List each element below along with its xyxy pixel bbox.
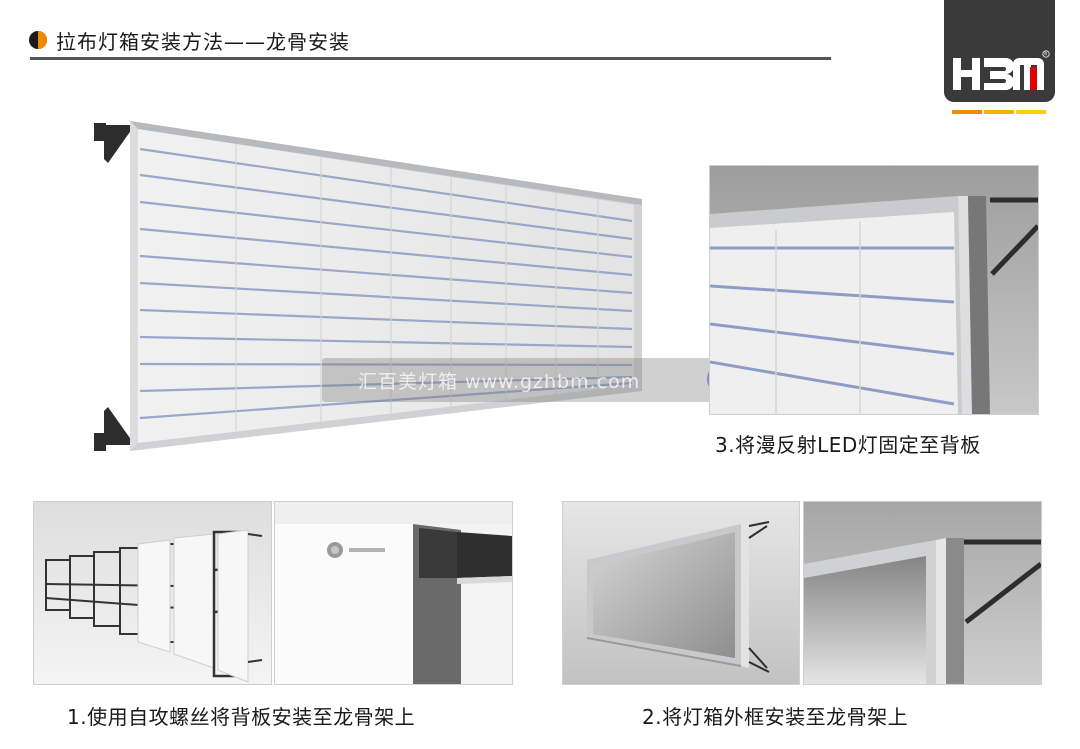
hbm-logo: R	[944, 0, 1055, 117]
step2-caption: 2.将灯箱外框安装至龙骨架上	[642, 705, 909, 729]
title-underline	[30, 57, 831, 60]
header: 拉布灯箱安装方法——龙骨安装	[28, 26, 833, 62]
watermark-text: 汇百美灯箱 www.gzhbm.com	[358, 371, 641, 393]
step1-caption: 1.使用自攻螺丝将背板安装至龙骨架上	[67, 705, 416, 729]
step2-image-overview	[562, 501, 800, 685]
svg-text:R: R	[1044, 52, 1047, 58]
step1-image-overview	[33, 501, 272, 685]
watermark: 汇百美灯箱 www.gzhbm.com	[322, 358, 760, 402]
page-title: 拉布灯箱安装方法——龙骨安装	[56, 30, 350, 54]
step2-image-frame-detail	[803, 501, 1042, 685]
step3-caption: 3.将漫反射LED灯固定至背板	[715, 433, 981, 457]
half-circle-bullet-icon	[28, 30, 48, 50]
main-light-box-render	[86, 115, 656, 455]
step1-image-screw-detail	[274, 501, 513, 685]
step3-image	[709, 165, 1039, 415]
